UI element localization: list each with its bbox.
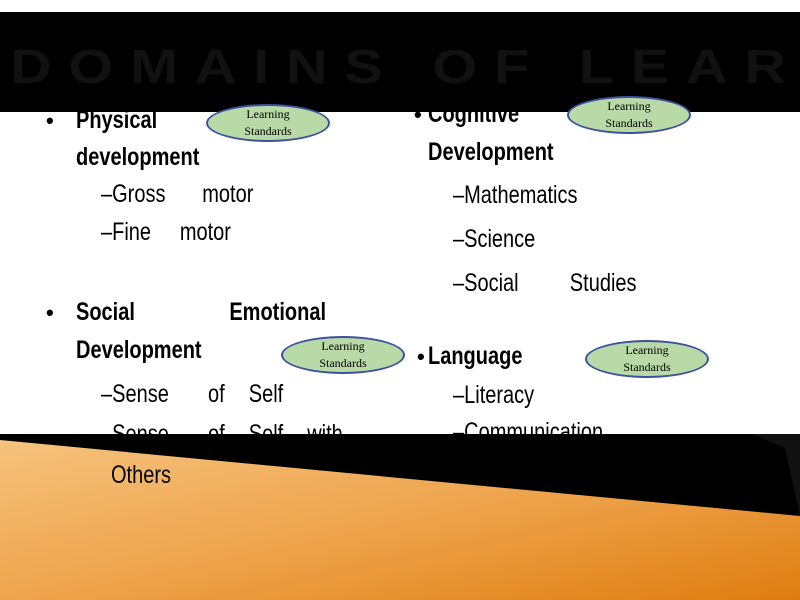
- language-item-literacy: –Literacy: [453, 381, 535, 409]
- bullet-icon: •: [417, 344, 425, 369]
- bottom-decorative-band: [0, 434, 800, 600]
- bullet-icon: •: [46, 108, 54, 133]
- cognitive-item-mathematics: –Mathematics: [453, 181, 578, 209]
- cognitive-heading-line2: Development: [428, 138, 554, 166]
- title-bar: DOMAINS OF LEARNING & DEVELOPMENT: [0, 12, 800, 112]
- cognitive-heading-line1: Cognitive: [428, 100, 520, 128]
- language-heading: Language: [428, 342, 523, 370]
- cognitive-item-science: –Science: [453, 225, 536, 253]
- bullet-icon: •: [414, 102, 422, 127]
- physical-heading-line2: development: [76, 143, 200, 171]
- social-item-continuation: Others: [111, 461, 172, 489]
- social-heading-line2: Development: [76, 336, 202, 364]
- slide-title: DOMAINS OF LEARNING & DEVELOPMENT: [10, 41, 800, 94]
- orange-wave-decoration: [0, 434, 800, 600]
- bullet-icon: •: [46, 300, 54, 325]
- physical-heading-line1: Physical: [76, 106, 158, 134]
